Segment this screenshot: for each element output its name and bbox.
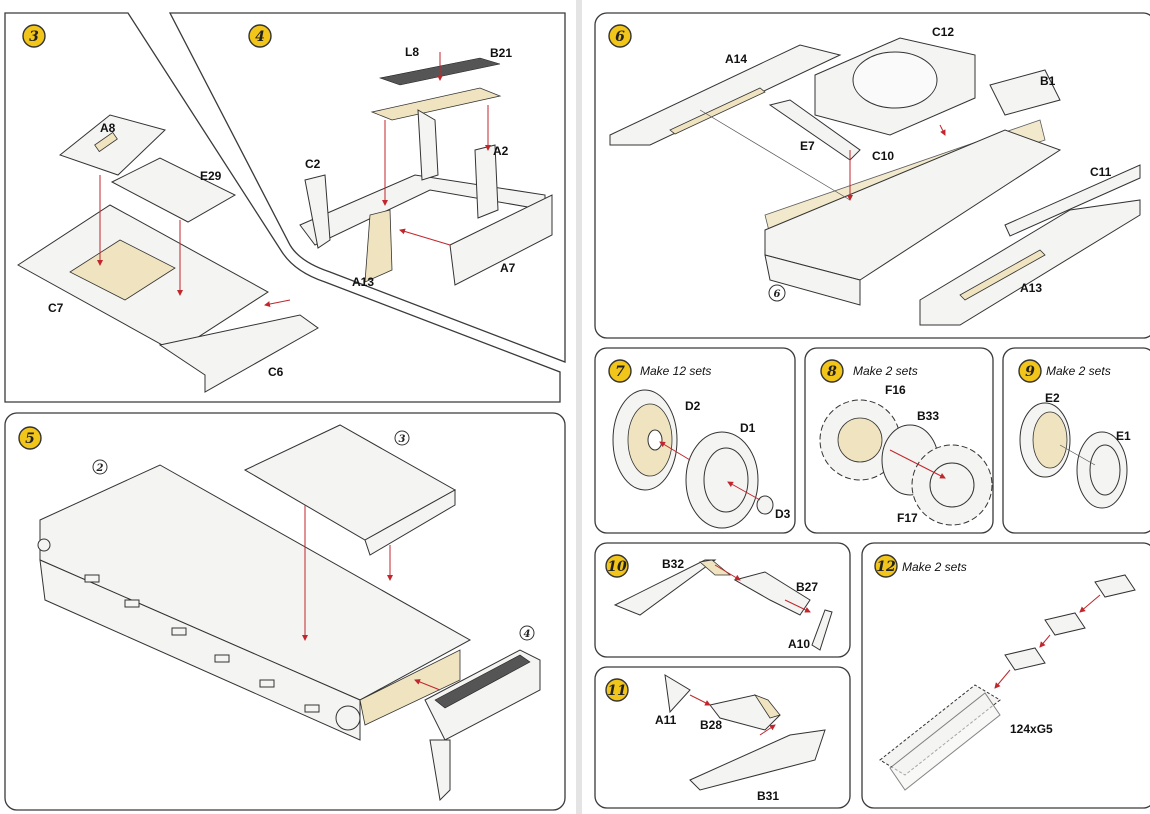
radiator	[424, 649, 541, 741]
part-label: C12	[932, 25, 954, 39]
step-3-panel: 3 A8 E29 C7 C6	[4, 12, 561, 403]
hull-floor	[39, 464, 472, 701]
part-a13	[364, 209, 393, 283]
road-wheel-axles	[84, 574, 320, 713]
step-number: 12	[876, 559, 896, 575]
part-label: A2	[493, 144, 509, 158]
part-label: A10	[788, 637, 810, 651]
track-links	[879, 574, 1136, 791]
step-badge	[1018, 359, 1042, 383]
step-10-panel: 10 B32 B27 A10	[594, 542, 851, 658]
part-label: B28	[700, 718, 722, 732]
hull-tub	[764, 129, 1062, 281]
part-label: A13	[1020, 281, 1042, 295]
step-number: 8	[827, 364, 837, 380]
hull-rear-highlight	[359, 649, 461, 726]
part-label: E29	[200, 169, 222, 183]
part-label: B21	[490, 46, 512, 60]
part-label: L8	[405, 45, 419, 59]
callout-circle	[92, 459, 108, 475]
part-b32	[613, 559, 717, 616]
part-label: B32	[662, 557, 684, 571]
part-b21	[370, 87, 502, 121]
part-label: C6	[268, 365, 284, 379]
step-badge	[605, 554, 629, 578]
part-c2	[304, 174, 331, 249]
step-number: 3	[29, 29, 39, 45]
part-label: D2	[685, 399, 701, 413]
part-label: F17	[897, 511, 918, 525]
step-number: 6	[615, 29, 625, 45]
step-11-panel: 11 A11 B28 B31	[594, 666, 851, 809]
step-5-panel: 5 2 3 4	[4, 412, 566, 811]
step-number: 9	[1025, 364, 1035, 380]
part-label: C2	[305, 157, 321, 171]
part-label: F16	[885, 383, 906, 397]
callout-number: 2	[96, 463, 104, 474]
part-label: A11	[655, 713, 677, 727]
step-badge	[874, 554, 898, 578]
part-label: E2	[1045, 391, 1060, 405]
step-7-panel: 7 Make 12 sets D2 D1 D3	[594, 347, 796, 534]
part-label: E1	[1116, 429, 1131, 443]
part-a11	[664, 674, 691, 714]
part-label: 124xG5	[1010, 722, 1053, 736]
part-label: C11	[1090, 165, 1112, 179]
part-label: A8	[100, 121, 116, 135]
callout-number: 6	[774, 289, 781, 300]
step-6-panel: 6 C12 A14 B1 E7 C10 C11 A13 6	[594, 12, 1150, 339]
part-e7	[768, 99, 861, 161]
step-4-panel: 4 L8 B21 C2 A2 A13 A7	[168, 12, 566, 363]
part-label: D3	[775, 507, 791, 521]
hull-side	[39, 559, 361, 741]
step-number: 4	[255, 29, 265, 45]
step-number: 7	[615, 364, 625, 380]
step-note: Make 2 sets	[1046, 364, 1111, 378]
callout-circle	[768, 284, 786, 302]
step-badge	[608, 24, 632, 48]
callout-number: 3	[399, 434, 406, 445]
step-number: 11	[607, 683, 626, 699]
part-label: C10	[872, 149, 894, 163]
part-label: B1	[1040, 74, 1056, 88]
part-d3	[756, 495, 774, 515]
callout-circle	[519, 625, 535, 641]
part-b1	[989, 69, 1061, 116]
step-note: Make 2 sets	[902, 560, 967, 574]
part-label: D1	[740, 421, 756, 435]
part-label: A7	[500, 261, 516, 275]
step-note: Make 12 sets	[640, 364, 711, 378]
side-part	[417, 109, 439, 181]
part-e29	[110, 157, 237, 223]
step-note: Make 2 sets	[853, 364, 918, 378]
step-badge	[248, 24, 272, 48]
step-badge	[608, 359, 632, 383]
step-8-panel: 8 Make 2 sets F16 B33 F17	[804, 347, 994, 534]
callout-circle	[394, 430, 410, 446]
part-a7	[449, 194, 553, 286]
step-badge	[22, 24, 46, 48]
step-number: 10	[607, 559, 627, 575]
part-label: B27	[796, 580, 818, 594]
part-label: B33	[917, 409, 939, 423]
callout-number: 4	[524, 629, 531, 640]
part-label: A14	[725, 52, 747, 66]
part-label: A13	[352, 275, 374, 289]
step-9-panel: 9 Make 2 sets E2 E1	[1002, 347, 1150, 534]
part-a8	[58, 114, 166, 176]
step-number: 5	[25, 431, 35, 447]
step-12-panel: 12 Make 2 sets 124xG5	[861, 542, 1150, 809]
part-label: C7	[48, 301, 64, 315]
part-a10	[811, 609, 833, 651]
part-label: B31	[757, 789, 779, 803]
part-c6	[158, 314, 319, 393]
step-badge	[605, 678, 629, 702]
step-badge	[18, 426, 42, 450]
step-badge	[820, 359, 844, 383]
part-b31	[689, 729, 826, 791]
part-c11	[1004, 164, 1141, 237]
part-label: E7	[800, 139, 815, 153]
